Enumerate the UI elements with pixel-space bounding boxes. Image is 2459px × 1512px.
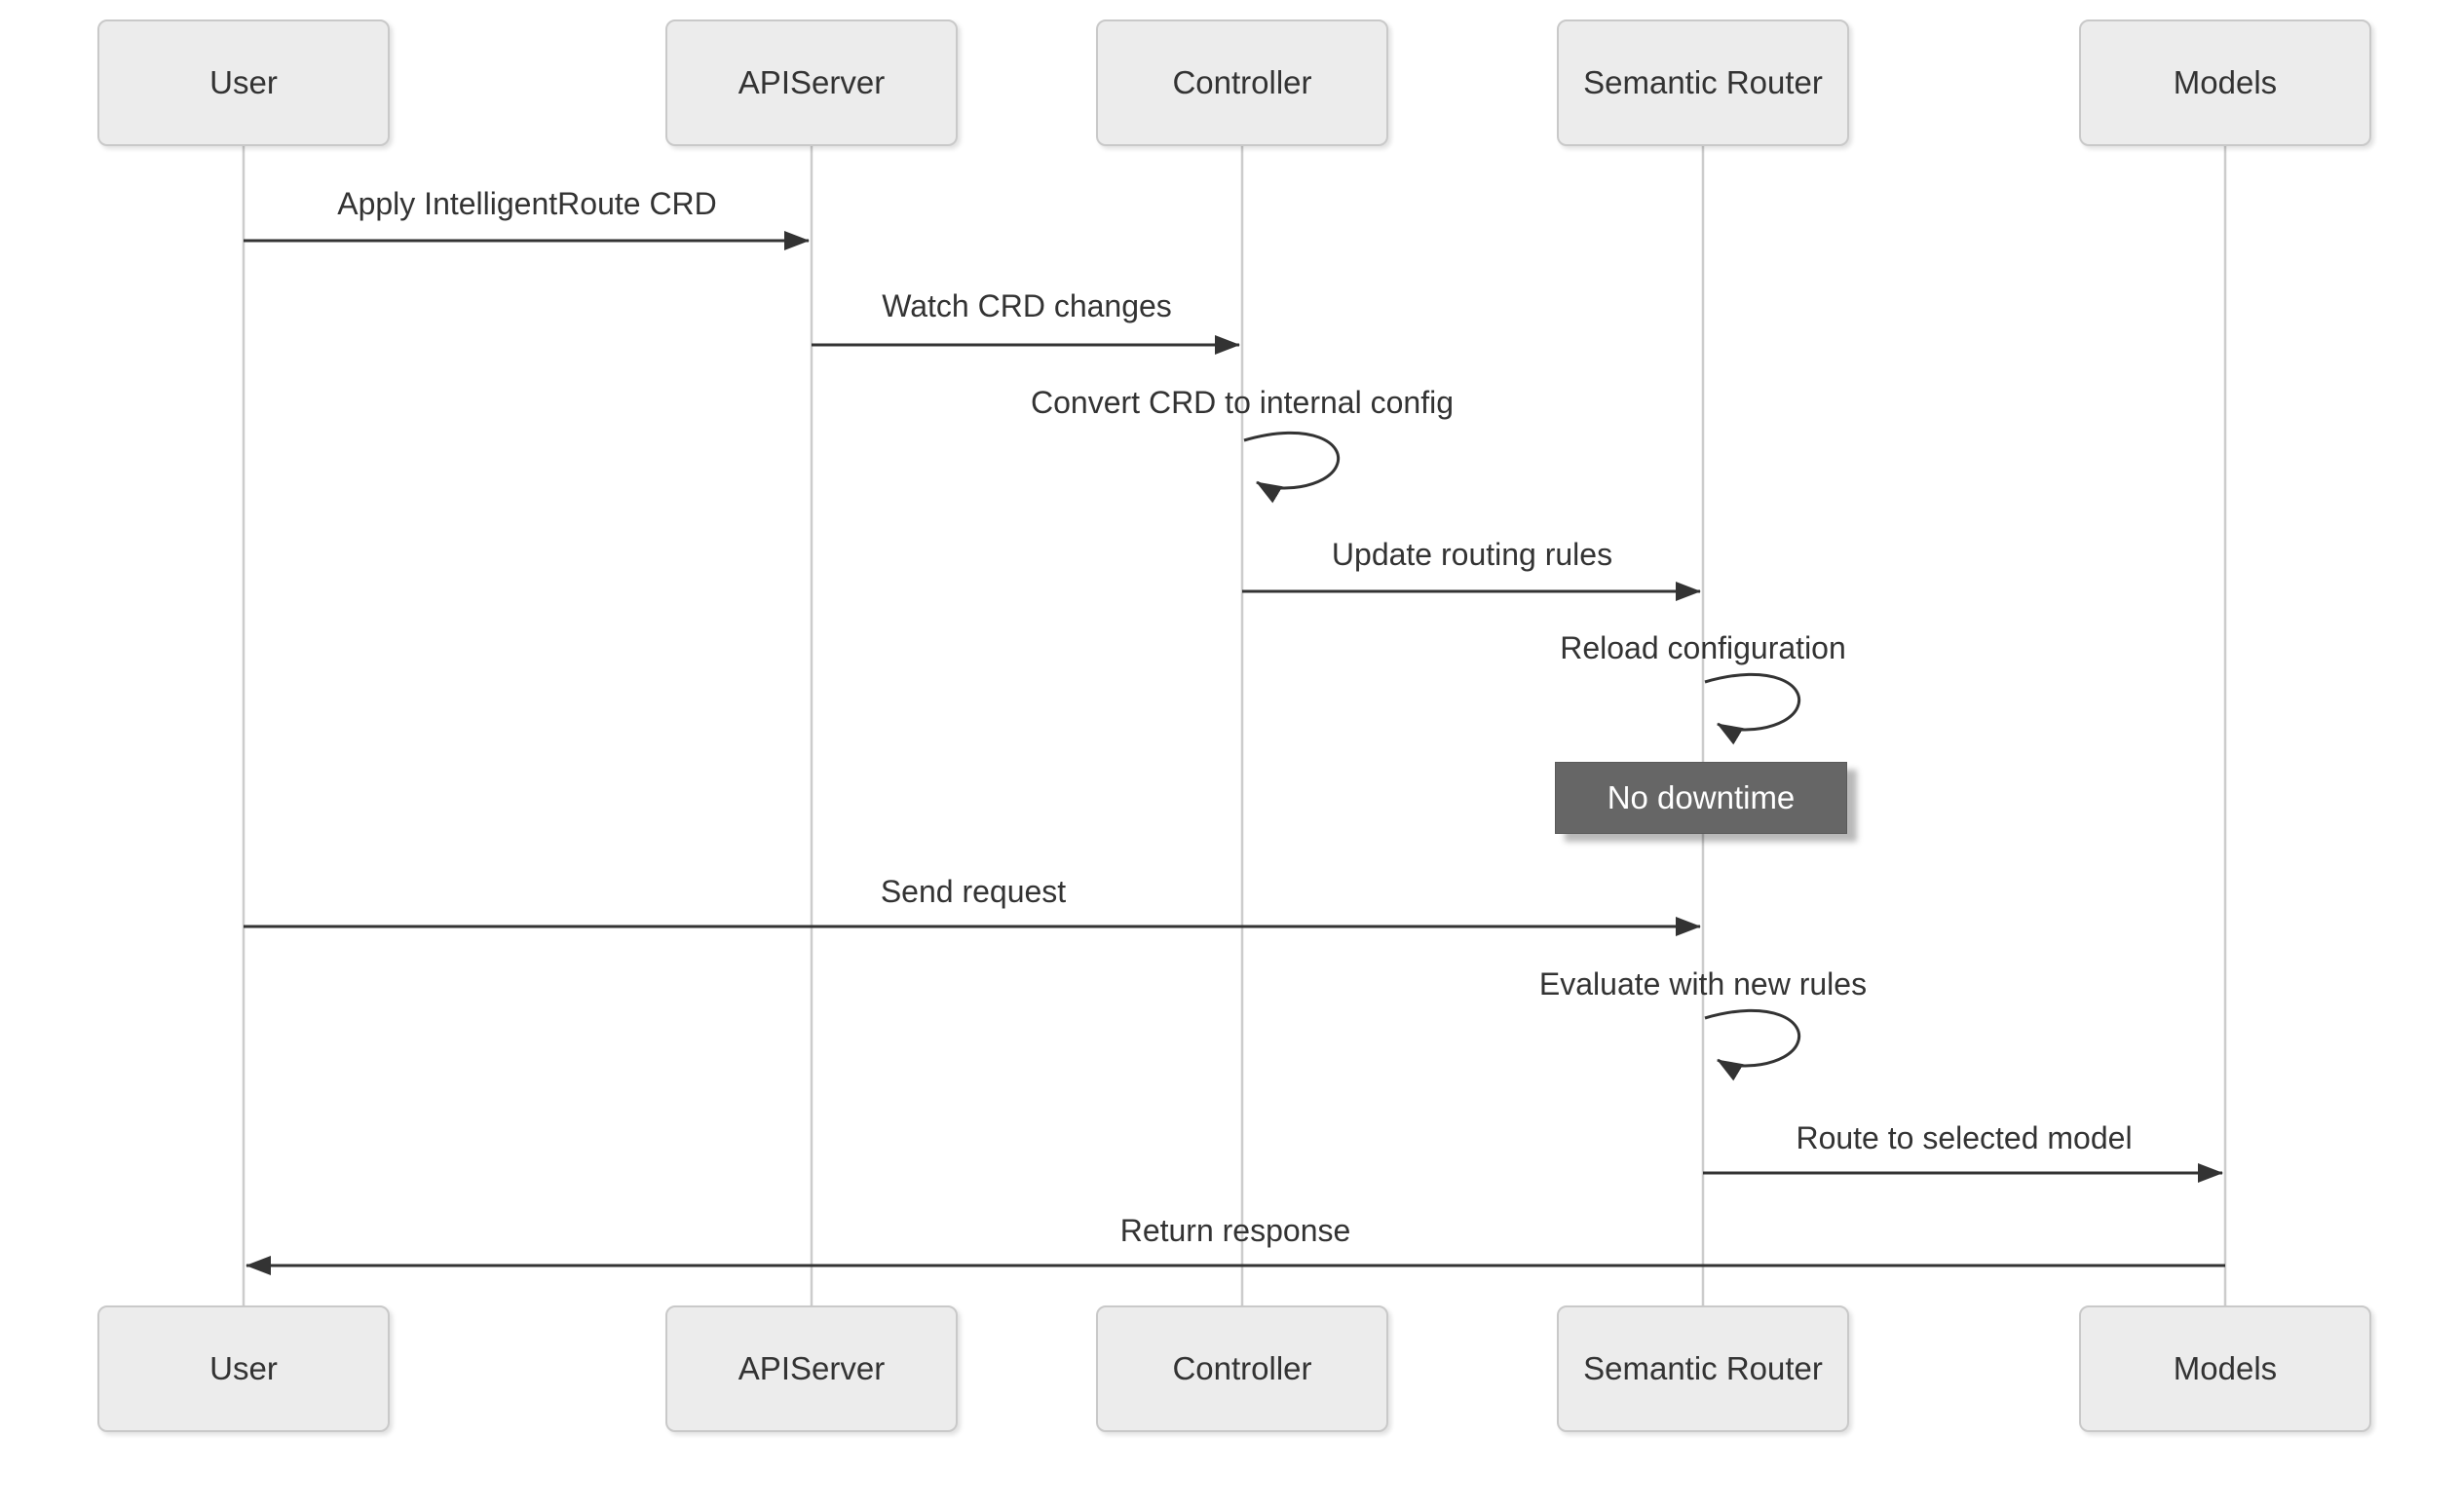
message-label-send-request: Send request bbox=[880, 874, 1067, 909]
actor-box-semantic-router-top: Semantic Router bbox=[1557, 19, 1849, 146]
actor-label: Semantic Router bbox=[1583, 1350, 1823, 1386]
actor-box-apiserver-bottom: APIServer bbox=[665, 1305, 958, 1432]
actor-box-semantic-router-bottom: Semantic Router bbox=[1557, 1305, 1849, 1432]
self-loop-convert-crd bbox=[1243, 431, 1341, 504]
actor-box-user-bottom: User bbox=[97, 1305, 390, 1432]
actor-box-user-top: User bbox=[97, 19, 390, 146]
self-loop-reload-configuration bbox=[1704, 672, 1801, 745]
actor-label: APIServer bbox=[738, 64, 886, 100]
note-label: No downtime bbox=[1607, 779, 1796, 815]
message-label-watch-crd-changes: Watch CRD changes bbox=[882, 288, 1172, 323]
message-label-evaluate-with-new-rules: Evaluate with new rules bbox=[1538, 966, 1868, 1002]
actor-label: User bbox=[209, 64, 278, 100]
actor-box-apiserver-top: APIServer bbox=[665, 19, 958, 146]
message-label-update-routing-rules: Update routing rules bbox=[1331, 537, 1613, 572]
self-loop-evaluate-with-new-rules bbox=[1704, 1008, 1801, 1081]
note-no-downtime: No downtime bbox=[1555, 762, 1847, 834]
actor-box-models-top: Models bbox=[2079, 19, 2371, 146]
actor-box-models-bottom: Models bbox=[2079, 1305, 2371, 1432]
actor-label: User bbox=[209, 1350, 278, 1386]
actor-box-controller-top: Controller bbox=[1096, 19, 1388, 146]
actor-label: Models bbox=[2173, 64, 2278, 100]
actor-label: APIServer bbox=[738, 1350, 886, 1386]
message-label-apply-intelligentroute-crd: Apply IntelligentRoute CRD bbox=[337, 186, 717, 221]
message-label-convert-crd: Convert CRD to internal config bbox=[1031, 385, 1454, 420]
message-label-reload-configuration: Reload configuration bbox=[1560, 630, 1846, 665]
actor-label: Semantic Router bbox=[1583, 64, 1823, 100]
actor-box-controller-bottom: Controller bbox=[1096, 1305, 1388, 1432]
message-label-route-to-selected-model: Route to selected model bbox=[1796, 1120, 2133, 1155]
actor-label: Controller bbox=[1172, 1350, 1312, 1386]
actor-label: Controller bbox=[1172, 64, 1312, 100]
actor-label: Models bbox=[2173, 1350, 2278, 1386]
message-label-return-response: Return response bbox=[1119, 1213, 1351, 1248]
